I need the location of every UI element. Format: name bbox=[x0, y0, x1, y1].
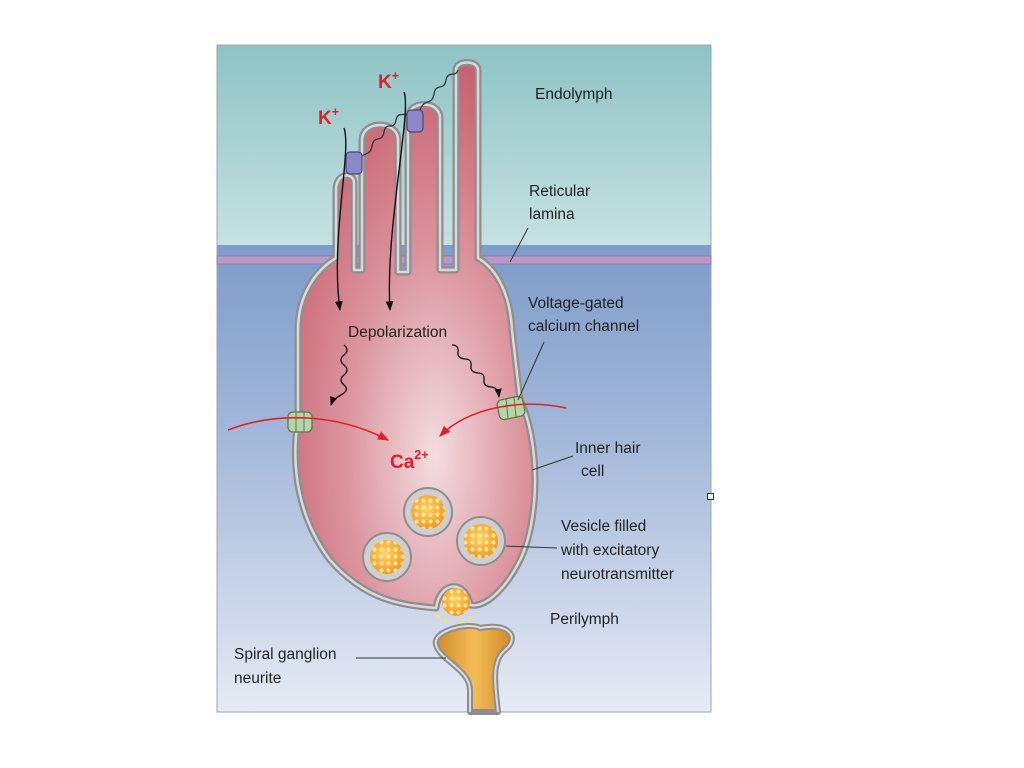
tip-link-coil-1 bbox=[357, 111, 411, 163]
voltage-gated-label-line1: Voltage-gated bbox=[528, 295, 624, 312]
spiral-ganglion-label-line2: neurite bbox=[234, 670, 281, 687]
mechanotransduction-channel-2 bbox=[406, 109, 424, 133]
potassium-entry-arrow-right bbox=[385, 91, 407, 311]
voltage-gated-label-line2: calcium channel bbox=[528, 318, 639, 335]
synaptic-vesicle-left bbox=[362, 532, 412, 582]
spiral-ganglion-label-line1: Spiral ganglion bbox=[234, 646, 337, 663]
vesicle-label-line2: with excitatory bbox=[560, 542, 659, 559]
endolymph-label: Endolymph bbox=[535, 86, 613, 103]
calcium-ion-label: Ca2+ bbox=[390, 448, 429, 473]
spiral-ganglion-neurite-membrane bbox=[434, 624, 513, 713]
leader-inner-hair-cell bbox=[531, 455, 574, 471]
calcium-influx-arrow-left bbox=[227, 416, 389, 441]
tip-link-coil-2 bbox=[419, 69, 459, 111]
resize-handle[interactable] bbox=[707, 493, 714, 500]
depolarization-label: Depolarization bbox=[348, 324, 447, 341]
inner-hair-cell-label-line1: Inner hair bbox=[575, 440, 640, 457]
leader-reticular-lamina bbox=[509, 227, 529, 263]
potassium-ion-label-left: K+ bbox=[318, 105, 339, 129]
potassium-entry-arrow-left bbox=[334, 127, 347, 311]
calcium-influx-arrow-right bbox=[439, 403, 567, 437]
synaptic-vesicle-right bbox=[456, 516, 506, 566]
mechanotransduction-channel-1 bbox=[345, 151, 363, 175]
fusing-vesicle bbox=[436, 588, 472, 624]
reticular-lamina-label-line1: Reticular bbox=[529, 183, 590, 200]
vesicle-label-line1: Vesicle filled bbox=[561, 518, 646, 535]
reticular-lamina-label-line2: lamina bbox=[529, 206, 575, 223]
depolarization-wave-left bbox=[330, 344, 348, 406]
perilymph-label: Perilymph bbox=[550, 611, 619, 628]
depolarization-wave-right bbox=[451, 344, 502, 398]
leader-calcium-channel bbox=[517, 341, 545, 401]
vesicle-label-line3: neurotransmitter bbox=[561, 566, 674, 583]
calcium-channel-right bbox=[496, 395, 526, 421]
calcium-channel-left bbox=[287, 411, 313, 433]
potassium-ion-label-right: K+ bbox=[378, 69, 399, 93]
inner-hair-cell-label-line2: cell bbox=[581, 463, 604, 480]
leader-vesicle bbox=[505, 545, 558, 549]
synaptic-vesicle-top bbox=[403, 487, 453, 537]
